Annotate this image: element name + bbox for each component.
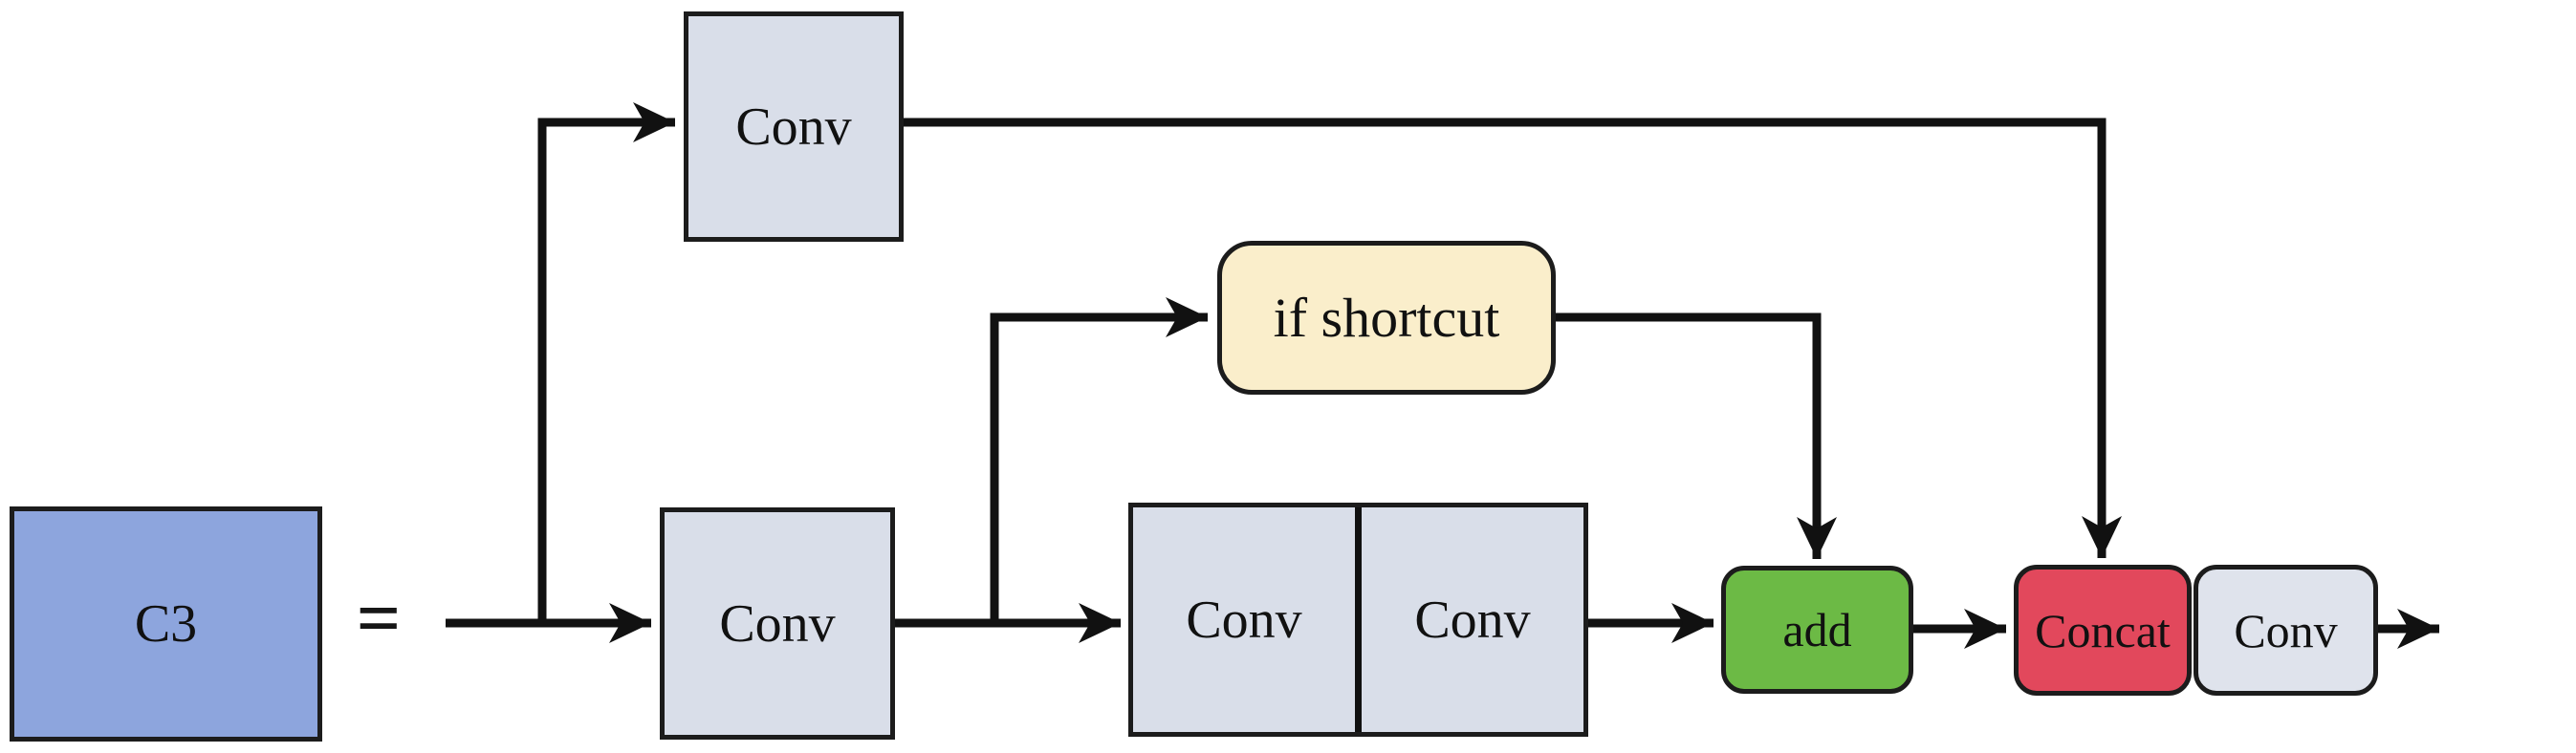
conv-pair-cell-1: Conv: [1133, 507, 1355, 732]
conv-block-top: Conv: [684, 11, 904, 242]
add-block: add: [1721, 566, 1913, 694]
edge-top-conv-to-concat: [902, 118, 2122, 558]
add-label: add: [1782, 603, 1852, 656]
concat-block: Concat: [2014, 565, 2192, 696]
conv-pair-block: Conv Conv: [1128, 503, 1588, 737]
conv-pair-label-1: Conv: [1186, 590, 1302, 650]
conv-output-label: Conv: [2234, 603, 2338, 657]
conv-block-output: Conv: [2194, 565, 2378, 696]
c3-label: C3: [134, 594, 198, 654]
equals-label: =: [356, 574, 402, 661]
if-shortcut-block: if shortcut: [1217, 241, 1556, 395]
conv-bottom-label: Conv: [719, 593, 836, 654]
c3-block: C3: [10, 506, 322, 742]
edge-if-shortcut-to-add: [1554, 312, 1837, 559]
if-shortcut-label: if shortcut: [1273, 286, 1500, 349]
concat-label: Concat: [2035, 603, 2171, 657]
conv-block-bottom: Conv: [660, 507, 895, 740]
conv-top-label: Conv: [735, 97, 852, 157]
edge-branch-to-if-shortcut: [990, 297, 1208, 623]
conv-pair-label-2: Conv: [1414, 590, 1531, 650]
conv-pair-divider: [1355, 507, 1362, 732]
edge-branch-to-top-conv: [537, 102, 675, 623]
conv-pair-cell-2: Conv: [1362, 507, 1583, 732]
equals-sign: =: [326, 566, 431, 671]
